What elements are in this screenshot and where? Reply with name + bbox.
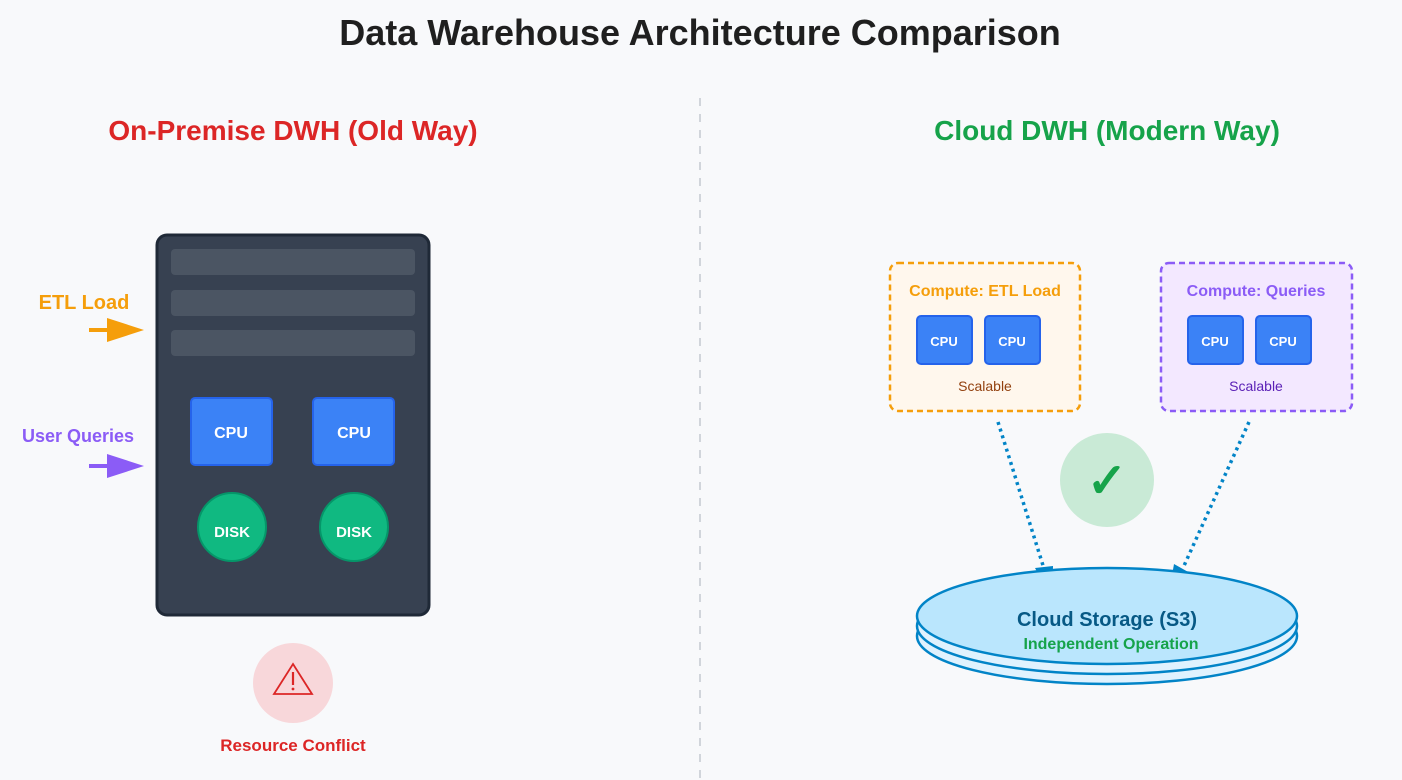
cpu-chip: CPU — [984, 315, 1041, 365]
server-rack-slot — [171, 330, 415, 356]
success-badge — [1060, 433, 1154, 527]
user-queries-input: User Queries — [22, 426, 144, 478]
compute-cluster-etl: Compute: ETL Load CPU CPU Scalable — [888, 261, 1082, 413]
storage-label: Cloud Storage (S3) — [1017, 609, 1197, 631]
cpu-chip: CPU — [916, 315, 973, 365]
cpu-chip: CPU — [312, 397, 395, 466]
resource-conflict-status: Resource Conflict — [220, 643, 366, 755]
cluster-title: Compute: Queries — [1187, 283, 1326, 300]
cloud-heading: Cloud DWH (Modern Way) — [934, 115, 1280, 146]
page-title: Data Warehouse Architecture Comparison — [339, 12, 1061, 53]
cpu-chip: CPU — [1187, 315, 1244, 365]
cpu-label: CPU — [1201, 334, 1228, 349]
cluster-note: Scalable — [1229, 378, 1283, 394]
cpu-label: CPU — [930, 334, 957, 349]
cloud-section: Cloud DWH (Modern Way) Compute: ETL Load… — [888, 115, 1354, 686]
cluster-title: Compute: ETL Load — [909, 283, 1061, 300]
cpu-label: CPU — [214, 425, 248, 442]
arrow-right-icon — [89, 318, 144, 342]
disk-label: DISK — [214, 524, 250, 541]
arrow-right-icon — [89, 454, 144, 478]
disk: DISK — [197, 492, 267, 562]
resource-conflict-label: Resource Conflict — [220, 736, 366, 755]
cpu-chip: CPU — [190, 397, 273, 466]
compute-cluster-queries: Compute: Queries CPU CPU Scalable — [1159, 261, 1354, 413]
success-status: ✓ — [1060, 433, 1154, 527]
server-rack-slot — [171, 249, 415, 275]
etl-load-label: ETL Load — [39, 292, 130, 314]
cpu-label: CPU — [998, 334, 1025, 349]
user-queries-label: User Queries — [22, 426, 134, 446]
checkmark-icon: ✓ — [1087, 455, 1127, 508]
cpu-chip: CPU — [1255, 315, 1312, 365]
cloud-storage: Cloud Storage (S3) Independent Operation — [915, 566, 1299, 686]
cpu-label: CPU — [337, 425, 371, 442]
cluster-note: Scalable — [958, 378, 1012, 394]
disk-label: DISK — [336, 524, 372, 541]
disk: DISK — [319, 492, 389, 562]
storage-layer — [915, 566, 1299, 666]
onprem-section: On-Premise DWH (Old Way) ETL Load User Q… — [22, 115, 478, 755]
cpu-label: CPU — [1269, 334, 1296, 349]
onprem-heading: On-Premise DWH (Old Way) — [108, 115, 477, 146]
storage-sublabel: Independent Operation — [1023, 636, 1198, 653]
etl-input: ETL Load — [39, 292, 144, 342]
server: CPU CPU DISK DISK — [155, 233, 431, 617]
server-rack-slot — [171, 290, 415, 316]
warning-icon — [272, 662, 314, 695]
